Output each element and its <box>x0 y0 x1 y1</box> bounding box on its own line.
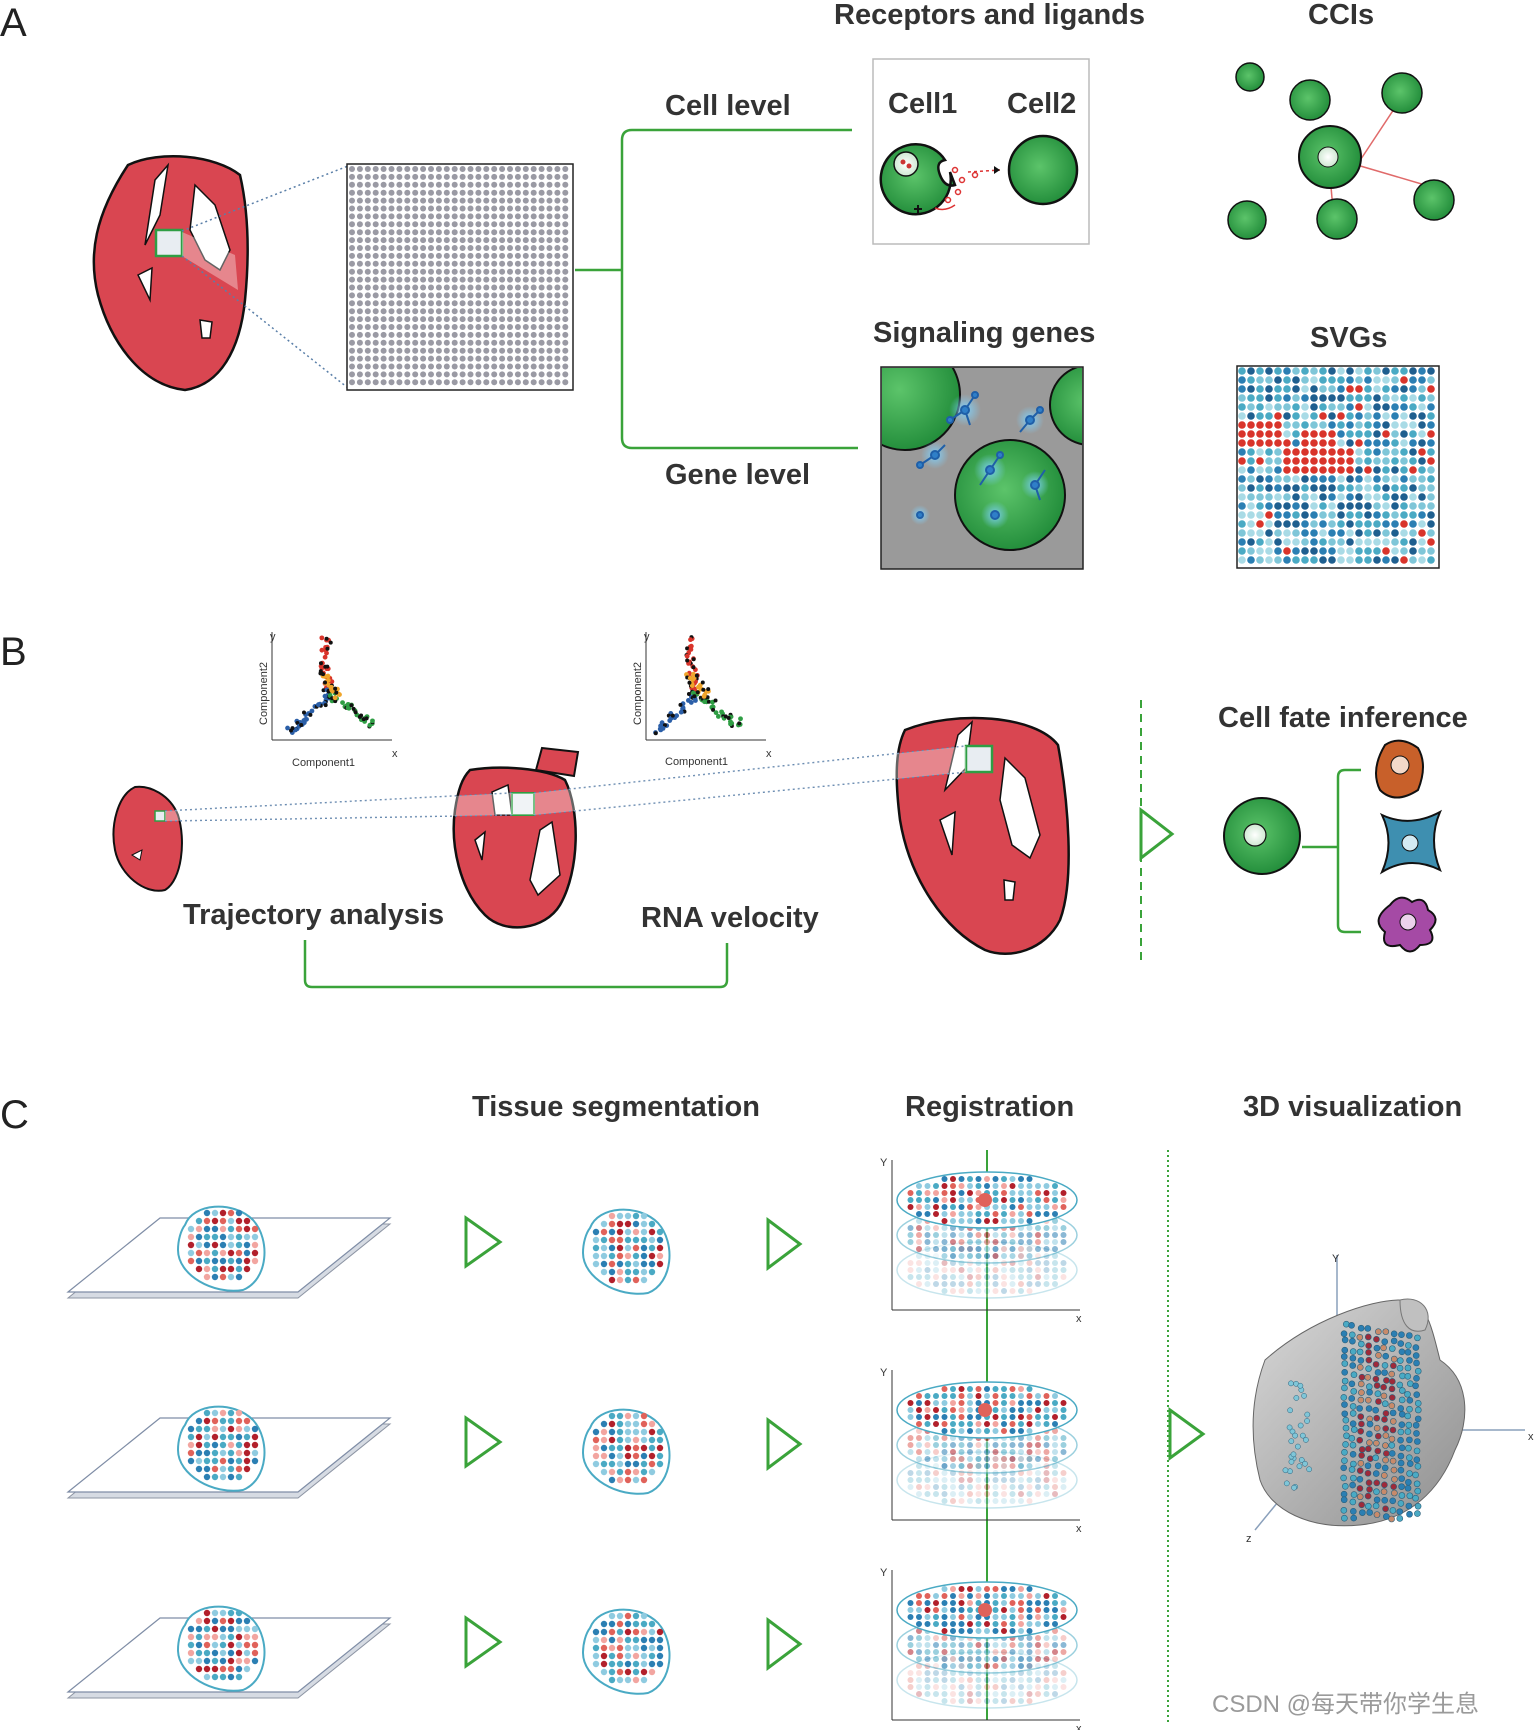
plot2-x-axis-letter: x <box>766 748 772 760</box>
panel-c: C Tissue segmentation Registration 3D vi… <box>0 1091 1534 1730</box>
panel-b: B y x Component1 Component2 y x Componen… <box>0 630 1468 989</box>
cell1-label: Cell1 <box>888 88 957 120</box>
spot-grid <box>346 163 574 391</box>
arrow-to-3d <box>1168 1407 1206 1461</box>
svg-text:x: x <box>1076 1723 1082 1730</box>
panel-c-label: C <box>0 1093 29 1137</box>
registration-title: Registration <box>905 1091 1074 1123</box>
zoom-guides-b <box>164 745 967 822</box>
slide-1 <box>66 1205 392 1299</box>
panel-a: A Cell level Gene level Receptors and li… <box>0 0 1455 570</box>
viz-x-axis-letter: x <box>1528 1431 1534 1443</box>
panel-a-label: A <box>0 1 27 45</box>
arrow-reg-1 <box>766 1217 803 1271</box>
plot2-component2: Component2 <box>632 662 644 725</box>
receptors-ligands-title: Receptors and ligands <box>834 0 1145 31</box>
cci-network <box>1227 62 1455 240</box>
registration-stack-2: Yx <box>880 1367 1082 1535</box>
plot1-component2: Component2 <box>258 662 270 725</box>
heart-small-icon <box>112 785 183 892</box>
arrow-reg-3 <box>766 1617 803 1671</box>
tissue-seg-title: Tissue segmentation <box>472 1091 760 1123</box>
plot2-component1: Component1 <box>665 756 728 768</box>
viz3d-model: Y x z <box>1246 1253 1534 1545</box>
arrow-seg-2 <box>464 1415 503 1469</box>
trajectory-plot-2: y x Component1 Component2 <box>632 631 772 768</box>
zoom-guide-bottom <box>181 255 349 389</box>
plot2-y-axis-letter: y <box>644 631 650 643</box>
gene-level-label: Gene level <box>665 459 810 491</box>
level-bracket <box>575 128 858 450</box>
svgs-title: SVGs <box>1310 322 1387 354</box>
plot1-x-axis-letter: x <box>392 748 398 760</box>
arrow-reg-2 <box>766 1417 803 1471</box>
slide-2 <box>66 1405 392 1499</box>
receptor-ligand-box: Cell1 Cell2 <box>872 58 1090 245</box>
trajectory-label: Trajectory analysis <box>183 899 444 931</box>
signaling-genes-title: Signaling genes <box>873 317 1095 349</box>
rna-velocity-label: RNA velocity <box>641 902 819 934</box>
svg-text:x: x <box>1076 1523 1082 1535</box>
arrow-to-fate <box>1139 806 1175 862</box>
cell2-icon <box>1007 134 1079 206</box>
cell-level-label: Cell level <box>665 90 791 122</box>
heart-medium-icon <box>452 746 580 929</box>
ccis-title: CCIs <box>1308 0 1374 31</box>
trajectory-plot-1: y x Component1 Component2 <box>258 631 398 769</box>
viz3d-title: 3D visualization <box>1243 1091 1462 1123</box>
trajectory-bracket <box>303 940 729 989</box>
cell2-label: Cell2 <box>1007 88 1076 120</box>
signaling-genes-box <box>880 366 1084 570</box>
viz-z-axis-letter: z <box>1246 1533 1252 1545</box>
svg-text:Y: Y <box>880 1367 888 1379</box>
arrow-seg-3 <box>464 1615 503 1669</box>
svg-text:Y: Y <box>880 1157 888 1169</box>
registration-stack-3: Yx <box>880 1567 1082 1730</box>
cell-fate-title: Cell fate inference <box>1218 702 1468 734</box>
segmented-tissue-2 <box>581 1408 671 1495</box>
slide-3 <box>66 1605 392 1699</box>
registration-stack-1: Yx <box>880 1157 1082 1325</box>
viz-y-axis-letter: Y <box>1332 1253 1340 1265</box>
arrow-seg-1 <box>464 1215 503 1269</box>
cell-fate-diagram <box>1223 739 1443 953</box>
svg-text:Y: Y <box>880 1567 888 1579</box>
svg-text:x: x <box>1076 1313 1082 1325</box>
svg-spot-matrix <box>1236 365 1440 569</box>
panel-b-label: B <box>0 630 27 674</box>
segmented-tissue-3 <box>581 1608 671 1695</box>
plot1-y-axis-letter: y <box>270 631 276 643</box>
watermark: CSDN @每天带你学生息 <box>1212 1691 1479 1718</box>
segmented-tissue-1 <box>581 1208 671 1295</box>
heart-large-icon <box>895 716 1070 955</box>
plot1-component1: Component1 <box>292 757 355 769</box>
heart-icon <box>92 155 249 392</box>
